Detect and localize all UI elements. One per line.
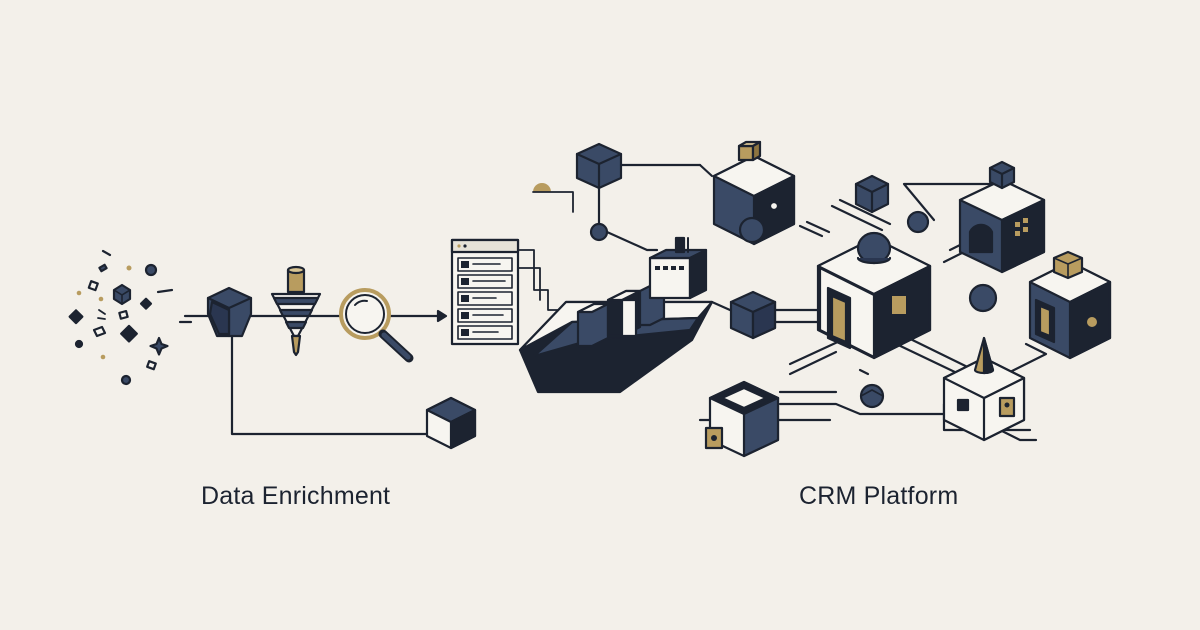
data-document-icon [450,238,561,346]
magnifier-icon [339,288,414,363]
small-cube-icon [425,396,477,450]
top-connector [532,142,714,252]
label-data-enrichment: Data Enrichment [201,482,391,510]
funnel-icon [270,265,322,357]
arrow-head [436,309,448,323]
transfer-cube-icon [729,290,823,340]
crm-buildings-icon [698,140,1112,458]
branch-line [230,328,432,436]
cargo-ship-icon [518,236,732,394]
scattered-data-icon [68,249,193,386]
label-crm-platform: CRM Platform [799,482,959,510]
shield-filter-icon [206,286,253,338]
